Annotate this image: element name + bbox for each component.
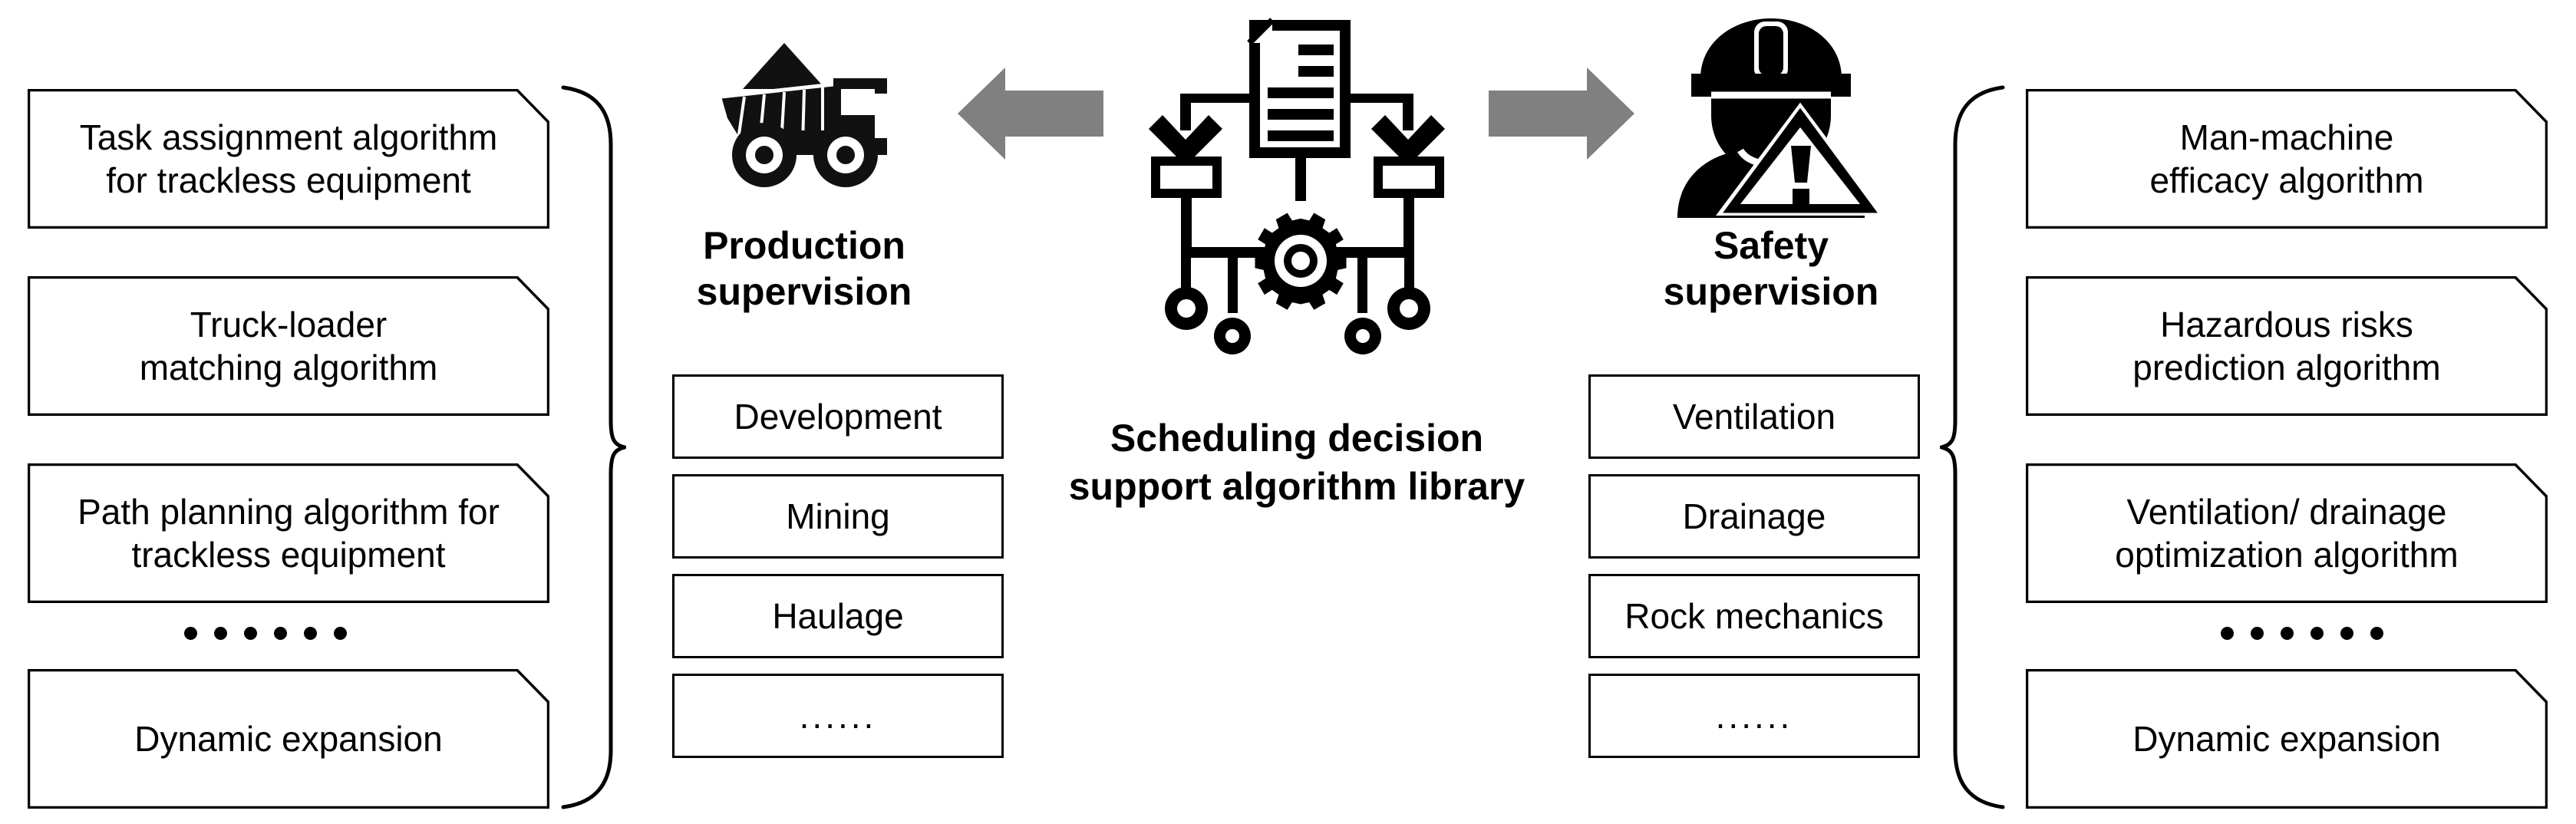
- dot: [2221, 626, 2234, 640]
- left-algorithm-label-2: Truck-loader matching algorithm: [139, 304, 438, 387]
- center-icon-art: [1149, 18, 1445, 354]
- safety-worker-warning-icon: [1664, 11, 1878, 219]
- right-algorithm-box-2[interactable]: Hazardous risks prediction algorithm: [2026, 276, 2548, 416]
- production-category-box-4[interactable]: ......: [672, 674, 1004, 758]
- production-category-label-4: ......: [799, 696, 877, 736]
- right-algorithm-label-1: Man-machine efficacy algorithm: [2149, 117, 2424, 200]
- left-algorithm-box-3[interactable]: Path planning algorithm for trackless eq…: [28, 463, 549, 603]
- safety-category-box-4[interactable]: ......: [1588, 674, 1920, 758]
- safety-category-label-3: Rock mechanics: [1624, 596, 1884, 636]
- production-category-label-1: Development: [734, 397, 942, 437]
- production-category-label-2: Mining: [786, 496, 890, 536]
- left-algorithm-box-5[interactable]: Dynamic expansion: [28, 669, 549, 809]
- dot: [2310, 626, 2324, 640]
- safety-icon-art: [1677, 18, 1878, 218]
- safety-category-box-3[interactable]: Rock mechanics: [1588, 574, 1920, 658]
- arrow-right-gray: [1489, 68, 1634, 160]
- right-algorithm-box-1[interactable]: Man-machine efficacy algorithm: [2026, 89, 2548, 229]
- left-algorithm-label-3: Path planning algorithm for trackless eq…: [78, 491, 500, 575]
- safety-category-label-1: Ventilation: [1672, 397, 1836, 437]
- document-flowchart-gear-icon: [1120, 8, 1473, 368]
- dot: [334, 626, 347, 640]
- dot: [214, 626, 227, 640]
- dot: [184, 626, 197, 640]
- brace-icon: [561, 85, 626, 809]
- safety-category-box-2[interactable]: Drainage: [1588, 474, 1920, 559]
- safety-category-label-2: Drainage: [1682, 496, 1826, 536]
- arrow-left-gray: [958, 68, 1103, 160]
- left-algorithm-dots: [28, 610, 503, 656]
- brace-icon: [1940, 85, 2005, 809]
- truck-icon-art: [721, 43, 887, 187]
- production-category-box-1[interactable]: Development: [672, 374, 1004, 459]
- arrow-right-icon: [1489, 68, 1634, 160]
- mining-dump-truck-icon: [704, 23, 905, 196]
- right-algorithm-label-5: Dynamic expansion: [2132, 718, 2441, 759]
- production-category-label-3: Haulage: [772, 596, 904, 636]
- production-category-box-3[interactable]: Haulage: [672, 574, 1004, 658]
- safety-category-label-4: ......: [1715, 696, 1793, 736]
- right-algorithm-label-2: Hazardous risks prediction algorithm: [2132, 304, 2441, 387]
- left-algorithm-label-5: Dynamic expansion: [134, 718, 443, 759]
- left-algorithm-box-1[interactable]: Task assignment algorithm for trackless …: [28, 89, 549, 229]
- right-algorithm-box-5[interactable]: Dynamic expansion: [2026, 669, 2548, 809]
- left-algorithm-box-2[interactable]: Truck-loader matching algorithm: [28, 276, 549, 416]
- dot: [304, 626, 317, 640]
- dot: [2370, 626, 2383, 640]
- left-brace: [560, 84, 626, 810]
- dot: [2340, 626, 2353, 640]
- arrow-left-icon: [958, 68, 1103, 160]
- right-algorithm-label-3: Ventilation/ drainage optimization algor…: [2115, 491, 2459, 575]
- right-algorithm-dots: [2064, 610, 2540, 656]
- dot: [274, 626, 287, 640]
- safety-category-box-1[interactable]: Ventilation: [1588, 374, 1920, 459]
- dot: [244, 626, 257, 640]
- pillar-title-safety: Safety supervision: [1663, 224, 1879, 313]
- dot: [2281, 626, 2294, 640]
- pillar-title-production: Production supervision: [696, 224, 912, 313]
- right-brace: [1940, 84, 2006, 810]
- center-caption: Scheduling decision support algorithm li…: [1068, 417, 1525, 508]
- dot: [2251, 626, 2264, 640]
- left-algorithm-label-1: Task assignment algorithm for trackless …: [79, 117, 498, 200]
- production-category-box-2[interactable]: Mining: [672, 474, 1004, 559]
- right-algorithm-box-3[interactable]: Ventilation/ drainage optimization algor…: [2026, 463, 2548, 603]
